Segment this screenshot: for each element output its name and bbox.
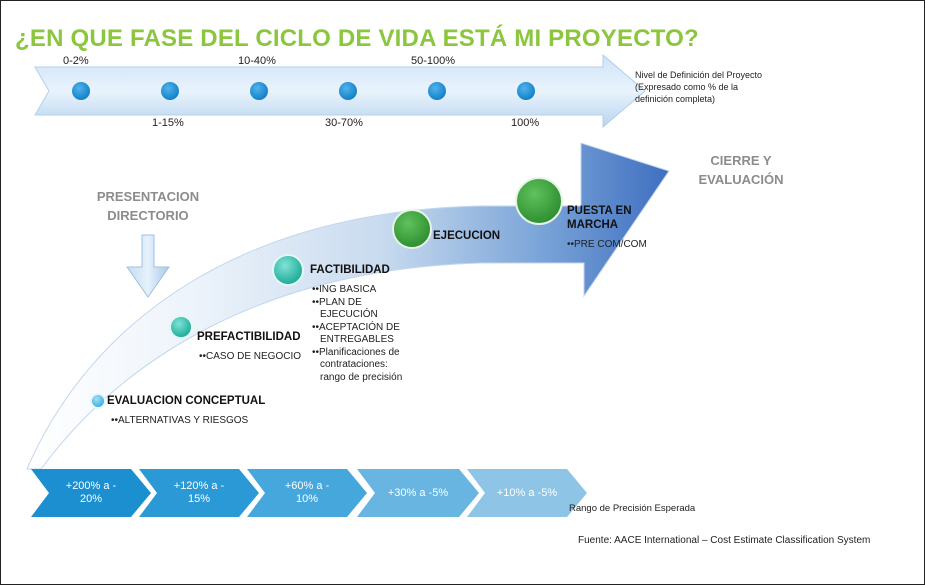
phase-items-evaluacion: ••ALTERNATIVAS Y RIESGOS <box>111 415 249 426</box>
phase-title-ejecucion: EJECUCION <box>433 230 501 242</box>
phase-items-prefactibilidad: ••CASO DE NEGOCIO <box>199 351 302 362</box>
scale-label: 30-70% <box>325 117 363 129</box>
lifecycle-curved-arrow <box>26 142 670 470</box>
down-arrow-icon <box>126 234 170 298</box>
precision-chevron-2 <box>139 469 259 517</box>
page-title: ¿EN QUE FASE DEL CICLO DE VIDA ESTÁ MI P… <box>15 25 699 52</box>
precision-chevron-label: +10% a -5% <box>496 486 558 499</box>
presentacion-directorio-label: PRESENTACION DIRECTORIO <box>96 189 200 223</box>
scale-label: 0-2% <box>63 55 89 67</box>
phase-title-prefactibilidad: PREFACTIBILIDAD <box>197 331 301 343</box>
phase-title-puesta: PUESTA EN MARCHA <box>567 205 632 231</box>
phase-items-puesta: ••PRE COM/COM <box>567 239 647 250</box>
phase-circle-factibilidad <box>272 254 304 286</box>
scale-label: 50-100% <box>411 55 456 67</box>
phase-circle-ejecucion <box>392 209 432 249</box>
scale-label: 100% <box>511 117 540 129</box>
precision-chevron-label: +120% a -15% <box>173 480 225 505</box>
phase-circle-puesta <box>515 177 563 225</box>
scale-dot-icon <box>428 82 446 100</box>
precision-chevron-label: +30% a -5% <box>387 486 449 499</box>
scale-dot-icon <box>250 82 268 100</box>
scale-dot-icon <box>339 82 357 100</box>
phase-circle-evaluacion <box>90 393 106 409</box>
phase-circle-prefactibilidad <box>169 315 193 339</box>
scale-dot-icon <box>161 82 179 100</box>
precision-chevron-label: +200% a -20% <box>65 480 117 505</box>
phase-title-factibilidad: FACTIBILIDAD <box>310 264 390 276</box>
scale-label: 10-40% <box>238 55 276 67</box>
precision-chevron-label: +60% a -10% <box>284 480 330 505</box>
scale-dot-icon <box>517 82 535 100</box>
phase-title-evaluacion: EVALUACION CONCEPTUAL <box>107 395 266 407</box>
precision-label: Rango de Precisión Esperada <box>569 503 696 514</box>
phase-items-factibilidad: ••ING BASICA ••PLAN DE EJECUCIÓN ••ACEPT… <box>312 284 403 383</box>
scale-label: 1-15% <box>152 117 184 129</box>
source-note: Fuente: AACE International – Cost Estima… <box>578 535 871 546</box>
definition-note: Nivel de Definición del Proyecto (Expres… <box>635 70 763 104</box>
cierre-evaluacion-label: CIERRE Y EVALUACIÓN <box>698 153 784 187</box>
precision-chevron-1 <box>31 469 151 517</box>
scale-dot-icon <box>72 82 90 100</box>
precision-chevron-5 <box>467 469 587 517</box>
precision-chevron-4 <box>357 469 479 517</box>
precision-chevron-3 <box>247 469 367 517</box>
